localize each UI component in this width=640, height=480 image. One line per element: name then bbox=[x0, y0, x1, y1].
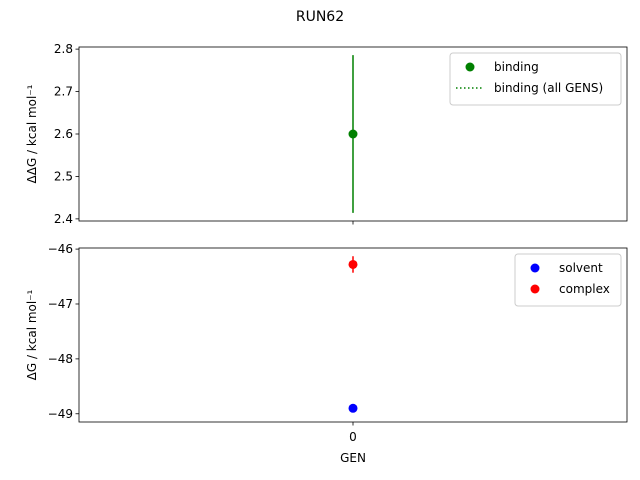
legend-marker bbox=[530, 263, 540, 273]
figure-title: RUN62 bbox=[296, 9, 344, 25]
legend-label: binding bbox=[494, 60, 539, 74]
y-tick-label: −48 bbox=[48, 352, 73, 366]
x-axis-label: GEN bbox=[340, 451, 366, 465]
data-point-binding bbox=[348, 129, 358, 139]
y-tick-label: 2.5 bbox=[54, 169, 73, 183]
data-point-solvent bbox=[348, 403, 358, 413]
x-tick-label: 0 bbox=[349, 430, 357, 444]
y-axis-label: ΔG / kcal mol⁻¹ bbox=[25, 289, 39, 380]
legend-label: solvent bbox=[559, 261, 603, 275]
panel-bottom: −49 −48 −47 −46 0 ΔG / kcal mol⁻¹ GEN solvent co… bbox=[25, 242, 628, 465]
legend: solvent complex bbox=[514, 253, 622, 307]
legend-box bbox=[449, 52, 622, 106]
y-tick-label: −47 bbox=[48, 297, 73, 311]
legend-label: complex bbox=[559, 282, 610, 296]
y-tick-label: 2.8 bbox=[54, 42, 73, 56]
y-tick-label: 2.7 bbox=[54, 85, 73, 99]
y-tick-label: −46 bbox=[48, 242, 73, 256]
legend-box bbox=[514, 253, 622, 307]
y-tick-label: −49 bbox=[48, 407, 73, 421]
y-tick-label: 2.4 bbox=[54, 212, 73, 226]
legend: binding binding (all GENS) bbox=[449, 52, 622, 106]
data-point-complex bbox=[348, 259, 358, 269]
y-tick-label: 2.6 bbox=[54, 127, 73, 141]
y-axis-label: ΔΔG / kcal mol⁻¹ bbox=[25, 84, 39, 183]
legend-label: binding (all GENS) bbox=[494, 81, 603, 95]
legend-marker bbox=[465, 62, 475, 72]
legend-marker bbox=[530, 284, 540, 294]
